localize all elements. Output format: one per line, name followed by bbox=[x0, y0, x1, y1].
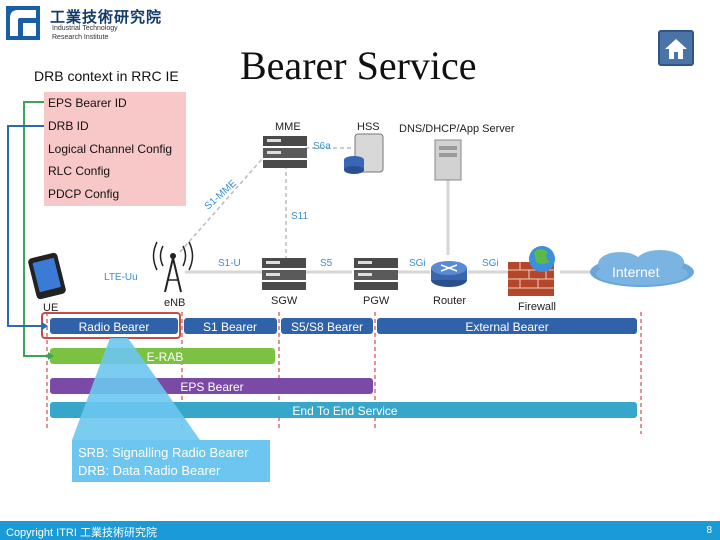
callout-pointer bbox=[72, 338, 200, 440]
iface-label-sgi-2: SGi bbox=[482, 258, 499, 269]
node-separators bbox=[46, 312, 642, 434]
slide-title: Bearer Service bbox=[240, 43, 477, 88]
bar-label-eps-bearer: EPS Bearer bbox=[180, 380, 243, 394]
bar-s1-bearer bbox=[184, 318, 277, 334]
node-label-ue: UE bbox=[43, 302, 58, 314]
footer-copyright: Copyright ITRI 工業技術研究院 bbox=[6, 527, 157, 539]
node-label-firewall: Firewall bbox=[518, 301, 556, 313]
iface-label-s1-u: S1-U bbox=[218, 258, 241, 269]
database-icon bbox=[344, 133, 384, 174]
rrc-ie-fields: EPS Bearer ID DRB ID Logical Channel Con… bbox=[44, 92, 186, 206]
itri-logo-icon bbox=[6, 6, 40, 40]
iface-label-s5: S5 bbox=[320, 258, 333, 269]
node-label-internet: Internet bbox=[612, 264, 660, 280]
node-label-router: Router bbox=[433, 295, 466, 307]
callout-drb: DRB: Data Radio Bearer bbox=[78, 463, 221, 478]
node-label-server: DNS/DHCP/App Server bbox=[399, 123, 515, 135]
ie-field-pdcp-config: PDCP Config bbox=[48, 187, 120, 201]
logo-title: 工業技術研究院 bbox=[50, 8, 163, 26]
ie-field-logical-channel-config: Logical Channel Config bbox=[48, 142, 173, 156]
connector-arrow-radio bbox=[42, 322, 48, 330]
logo-subtitle-1: Industrial Technology bbox=[52, 25, 118, 32]
router-icon bbox=[431, 261, 467, 287]
home-icon bbox=[665, 39, 687, 59]
antenna-icon bbox=[152, 241, 194, 293]
bar-external-bearer bbox=[377, 318, 637, 334]
server-icon bbox=[434, 139, 462, 181]
bar-end-to-end-service bbox=[50, 402, 637, 418]
pgw-server-icon bbox=[354, 258, 398, 290]
bar-label-s5s8-bearer: S5/S8 Bearer bbox=[291, 320, 363, 334]
node-label-pgw: PGW bbox=[363, 295, 390, 307]
user-plane-links bbox=[185, 180, 592, 274]
iface-label-s1-mme: S1-MME bbox=[203, 178, 240, 212]
iface-label-sgi-1: SGi bbox=[409, 258, 426, 269]
node-label-mme: MME bbox=[275, 121, 301, 133]
bar-s5s8-bearer bbox=[281, 318, 373, 334]
firewall-icon bbox=[508, 246, 555, 296]
mme-server-icon bbox=[263, 136, 307, 168]
sgw-server-icon bbox=[262, 258, 306, 290]
callout-srb: SRB: Signalling Radio Bearer bbox=[78, 445, 249, 460]
node-label-enb: eNB bbox=[164, 297, 185, 309]
bar-label-end-to-end-service: End To End Service bbox=[292, 404, 398, 418]
ie-field-drb-id: DRB ID bbox=[48, 119, 89, 133]
iface-label-lte-uu: LTE-Uu bbox=[104, 272, 138, 283]
ie-connectors bbox=[7, 101, 48, 357]
iface-label-s6a: S6a bbox=[313, 141, 331, 152]
bar-label-s1-bearer: S1 Bearer bbox=[203, 320, 257, 334]
bar-label-radio-bearer: Radio Bearer bbox=[79, 320, 150, 334]
ie-field-rlc-config: RLC Config bbox=[48, 164, 111, 178]
drb-context-label: DRB context in RRC IE bbox=[34, 68, 179, 84]
control-plane-links bbox=[179, 147, 352, 262]
bar-radio-bearer bbox=[50, 318, 178, 334]
footer-bar: Copyright ITRI 工業技術研究院 8 bbox=[0, 521, 720, 540]
logo-subtitle-2: Research Institute bbox=[52, 34, 109, 41]
iface-label-s11: S11 bbox=[291, 211, 308, 222]
cloud-icon bbox=[590, 250, 694, 287]
connector-arrow-erab bbox=[48, 352, 54, 360]
page-number: 8 bbox=[706, 525, 712, 536]
radio-bearer-callout: SRB: Signalling Radio Bearer DRB: Data R… bbox=[72, 440, 270, 482]
node-label-sgw: SGW bbox=[271, 295, 298, 307]
phone-icon bbox=[28, 252, 66, 300]
itri-logo: 工業技術研究院 Industrial Technology Research I… bbox=[6, 4, 206, 44]
node-label-hss: HSS bbox=[357, 121, 380, 133]
bar-label-external-bearer: External Bearer bbox=[465, 320, 548, 334]
ie-field-eps-bearer-id: EPS Bearer ID bbox=[48, 96, 127, 110]
bar-label-erab: E-RAB bbox=[147, 350, 184, 364]
home-button[interactable] bbox=[658, 30, 694, 66]
